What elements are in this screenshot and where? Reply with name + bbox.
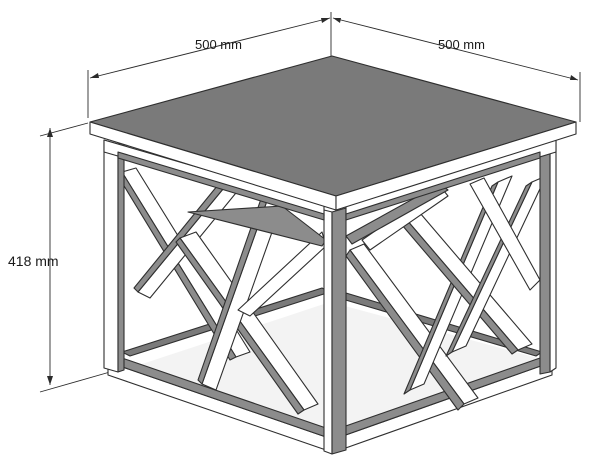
leg-front-side bbox=[331, 207, 347, 455]
dimension-lines bbox=[39, 12, 581, 393]
apron-front-right-inner bbox=[345, 151, 541, 221]
side-table-illustration bbox=[89, 55, 577, 455]
leg-right-side bbox=[539, 141, 551, 375]
apron-front-left-inner bbox=[117, 151, 325, 221]
left-lattice-bar-3-side bbox=[175, 237, 305, 415]
leg-front bbox=[323, 209, 333, 455]
width-arrow-left bbox=[90, 73, 99, 78]
right-lattice-bar-5-side bbox=[345, 183, 449, 245]
right-face-lattice bbox=[345, 175, 547, 411]
leg-left-side bbox=[117, 141, 125, 373]
tabletop-surface bbox=[89, 55, 577, 197]
depth-arrow-right bbox=[570, 75, 578, 80]
leg-left bbox=[103, 139, 119, 373]
leg-right bbox=[549, 139, 557, 373]
depth-dimension-line bbox=[332, 17, 579, 81]
depth-arrow-left bbox=[333, 18, 341, 23]
height-arrow-bottom bbox=[47, 376, 53, 385]
left-face-lattice bbox=[117, 167, 327, 415]
height-label: 418 mm bbox=[8, 253, 59, 269]
width-label: 500 mm bbox=[195, 37, 242, 52]
depth-label: 500 mm bbox=[438, 37, 485, 52]
width-arrow-right bbox=[321, 18, 330, 23]
height-extension-top bbox=[39, 122, 89, 137]
height-extension-bottom bbox=[39, 371, 111, 393]
tabletop-front-right-edge bbox=[335, 121, 577, 211]
height-arrow-top bbox=[47, 128, 53, 137]
width-dimension-line bbox=[89, 17, 331, 79]
right-lattice-bar-2-side bbox=[403, 181, 499, 395]
